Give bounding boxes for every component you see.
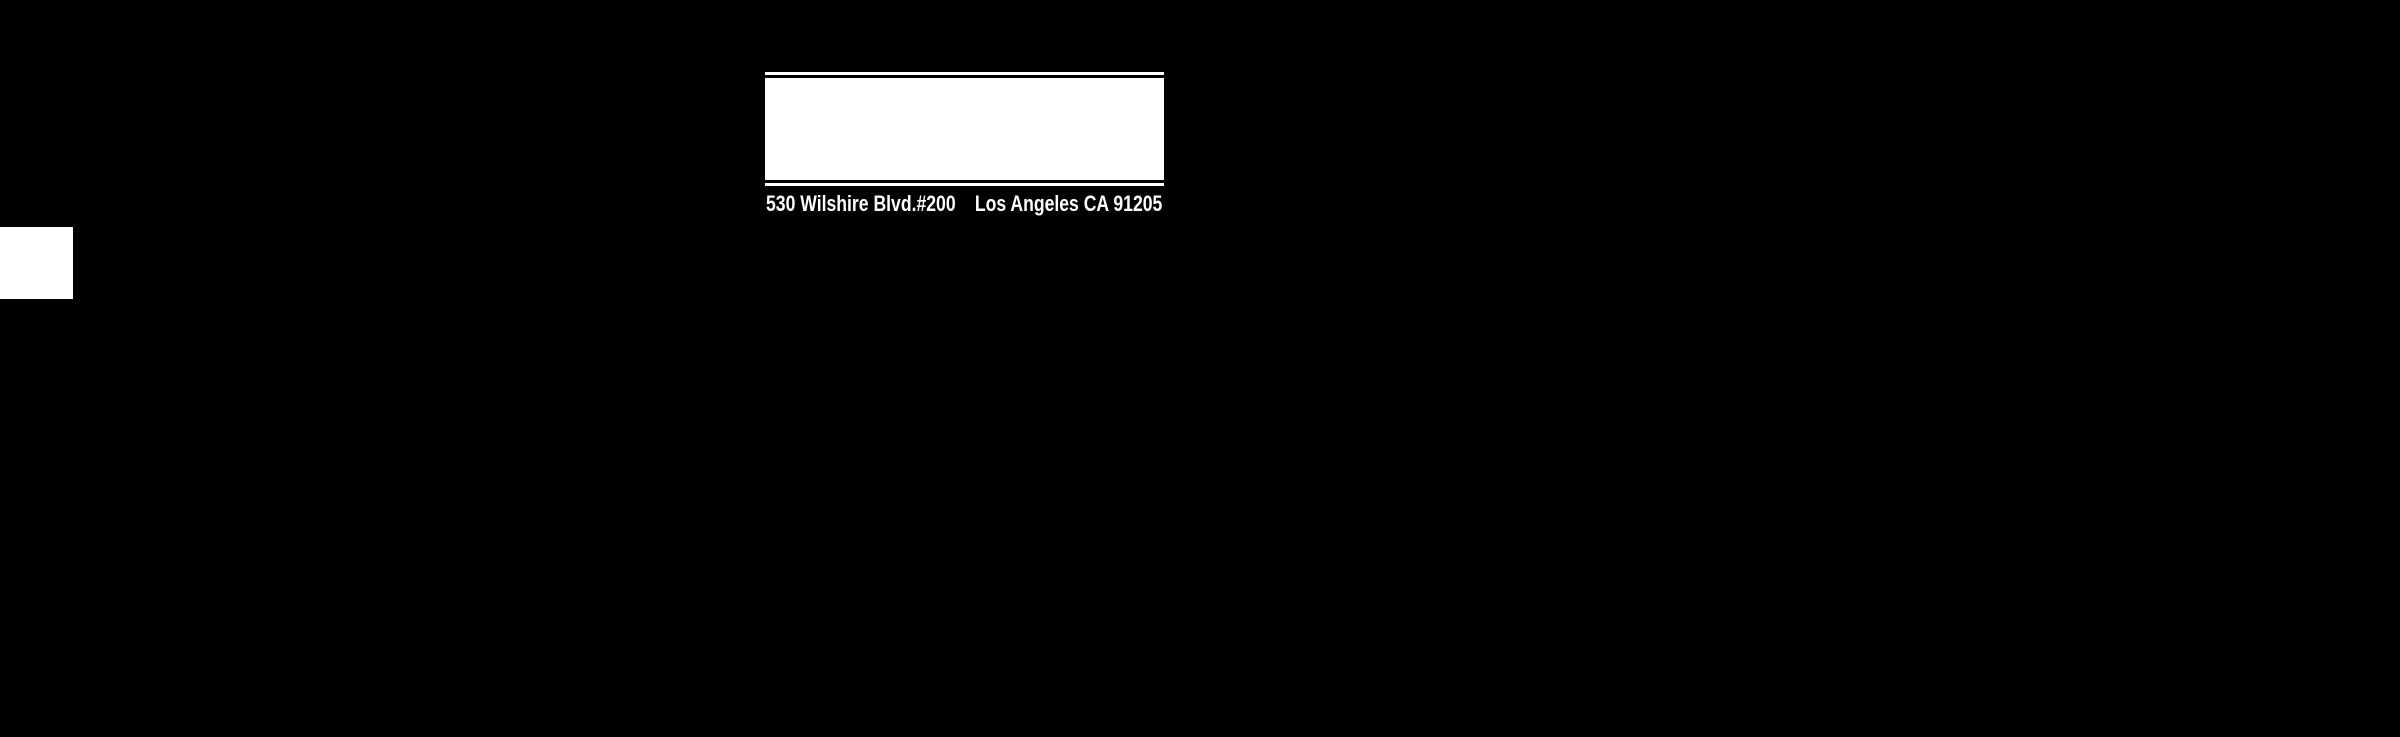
letterhead-top-rule (765, 72, 1164, 75)
street-address: 530 Wilshire Blvd.#200 (766, 191, 956, 216)
white-square-artifact (0, 227, 73, 299)
logo-placeholder-box (765, 78, 1164, 180)
address-line: 530 Wilshire Blvd.#200 Los Angeles CA 912… (766, 193, 1162, 215)
letterhead-bottom-rule (765, 183, 1164, 186)
city-state-zip: Los Angeles CA 91205 (974, 191, 1163, 216)
